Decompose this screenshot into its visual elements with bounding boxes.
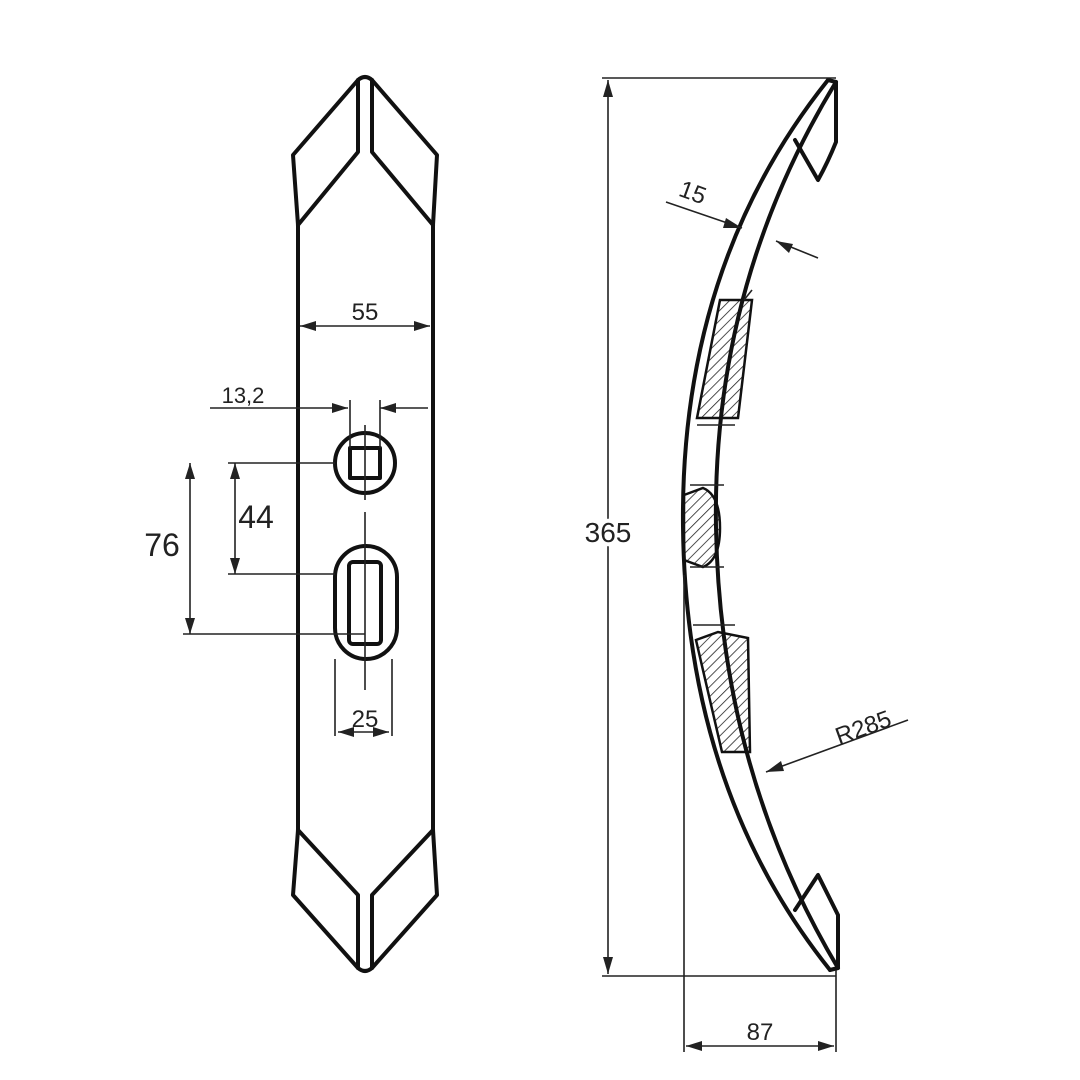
bottom-bevel-right [370, 828, 435, 970]
top-bevel-right [370, 78, 435, 227]
side-view [680, 78, 840, 972]
dim-label-55: 55 [352, 299, 379, 326]
side-blade-inner-curve [713, 80, 840, 970]
dim-label-25: 25 [352, 706, 379, 733]
dimension-44: 44 [228, 462, 335, 575]
slot-outer [333, 544, 399, 661]
dimension-25: 25 [334, 659, 393, 737]
hatched-section-lower [694, 630, 752, 754]
side-top-tip [793, 78, 838, 182]
dim-label-13-2: 13,2 [222, 383, 265, 408]
dim-label-87: 87 [747, 1019, 774, 1046]
side-blade-outer-curve [680, 78, 832, 972]
dim-label-15: 15 [675, 176, 709, 211]
dimension-55: 55 [300, 299, 430, 331]
dim-label-44: 44 [238, 499, 274, 535]
dimension-87: 87 [683, 575, 837, 1052]
dim-label-r285: R285 [832, 705, 895, 750]
dim-label-365: 365 [585, 517, 632, 548]
dimension-365: 365 [581, 77, 836, 977]
bottom-bevel-left [296, 828, 360, 970]
front-view [291, 75, 439, 973]
top-bevel-left [296, 78, 360, 227]
dimension-r285: R285 [765, 705, 909, 773]
dimension-13-2: 13,2 [210, 383, 428, 448]
dimension-76: 76 [144, 463, 365, 635]
dim-label-76: 76 [144, 527, 180, 563]
side-bottom-tip [793, 873, 840, 972]
hatched-section-middle [682, 486, 722, 569]
